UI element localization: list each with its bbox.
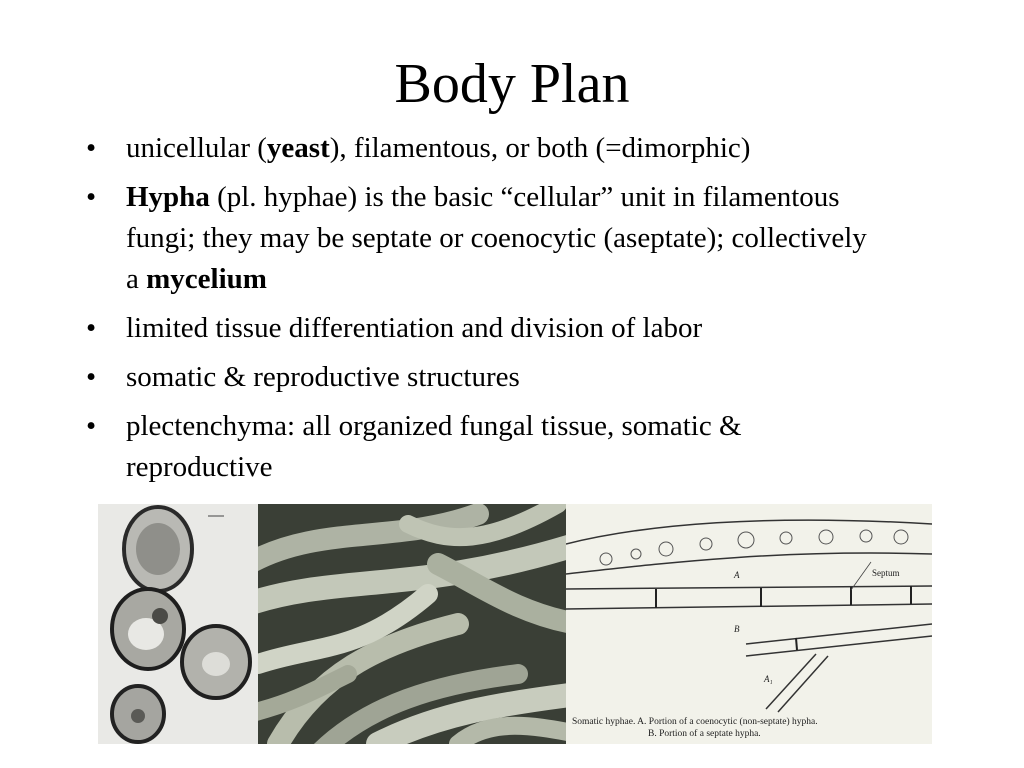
slide-title: Body Plan bbox=[394, 53, 630, 115]
bullet-item-1: • unicellular (yeast), filamentous, or b… bbox=[82, 128, 882, 169]
bullet-glyph: • bbox=[86, 312, 97, 344]
septum-label: Septum bbox=[872, 568, 900, 578]
bullet-glyph: • bbox=[86, 410, 97, 442]
yeast-micrograph-image bbox=[98, 504, 258, 744]
bullet-item-5: • plectenchyma: all organized fungal tis… bbox=[82, 406, 882, 488]
label-a2: A₁ bbox=[764, 674, 773, 684]
label-a: A bbox=[734, 570, 740, 580]
bullet-item-3: • limited tissue differentiation and div… bbox=[82, 308, 882, 349]
bullet-list: • unicellular (yeast), filamentous, or b… bbox=[82, 128, 882, 496]
figure-caption: Somatic hyphae. A. Portion of a coenocyt… bbox=[572, 717, 818, 739]
bullet-glyph: • bbox=[86, 132, 97, 164]
bullet-glyph: • bbox=[86, 361, 97, 393]
hyphae-sem-image bbox=[258, 504, 566, 744]
bullet-item-2: • Hypha (pl. hyphae) is the basic “cellu… bbox=[82, 177, 882, 300]
hyphae-diagram-image: Septum A B A₁ Somatic hyphae. A. Portion… bbox=[566, 504, 932, 744]
label-b: B bbox=[734, 624, 740, 634]
bullet-item-4: • somatic & reproductive structures bbox=[82, 357, 882, 398]
figure-strip: Septum A B A₁ Somatic hyphae. A. Portion… bbox=[98, 504, 932, 744]
bullet-glyph: • bbox=[86, 181, 97, 213]
